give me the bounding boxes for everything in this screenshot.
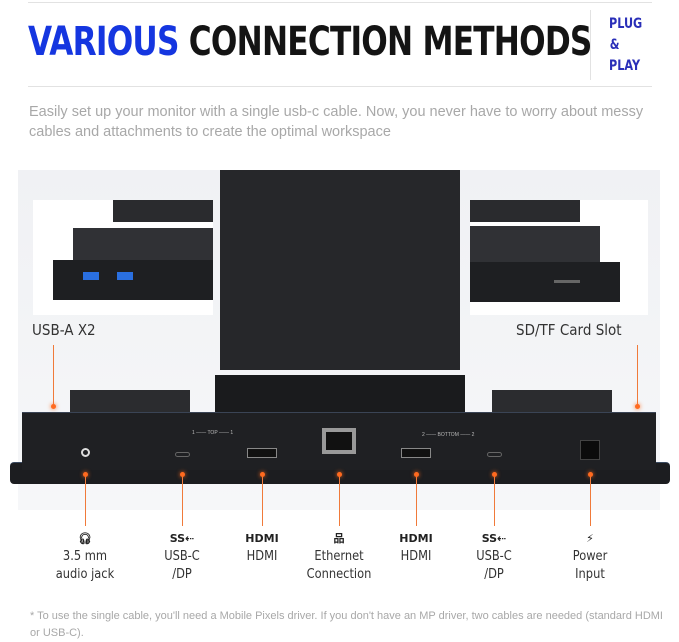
usb-c-port xyxy=(175,452,190,457)
hdmi-port xyxy=(401,448,431,458)
callout-dot xyxy=(51,404,56,409)
port-label-line: Connection xyxy=(306,567,372,582)
port-label: 🎧︎ 3.5 mm audio jack xyxy=(40,530,130,584)
title-accent: VARIOUS xyxy=(28,19,179,65)
usb-a-inset-photo xyxy=(33,200,213,315)
sd-card-callout: SD/TF Card Slot xyxy=(516,321,622,339)
dock-top-left xyxy=(70,390,190,415)
port-label-line: Ethernet xyxy=(314,549,364,564)
badge-line: & xyxy=(609,37,620,53)
port-dot xyxy=(337,472,342,477)
port-label-line: HDMI xyxy=(400,549,432,564)
port-leader-line xyxy=(590,474,591,526)
port-label-line: Input xyxy=(575,567,605,582)
badge-line: PLAY xyxy=(609,58,641,74)
headphone-icon: 🎧︎ xyxy=(78,532,92,545)
port-leader-line xyxy=(494,474,495,526)
dock-top-right xyxy=(492,390,612,415)
usb-a-callout: USB-A X2 xyxy=(32,321,96,339)
callout-dot xyxy=(635,404,640,409)
sd-card-inset-photo xyxy=(470,200,648,315)
port-leader-line xyxy=(85,474,86,526)
port-label: HDMI HDMI xyxy=(217,530,307,566)
usb-superspeed-icon: SS⇠ xyxy=(169,532,195,545)
top-marking: 1 —— TOP —— 1 xyxy=(192,430,234,436)
top-divider xyxy=(28,2,652,3)
usb-c-port xyxy=(487,452,502,457)
plug-and-play-badge: PLUG & PLAY xyxy=(609,14,642,77)
port-label-line: HDMI xyxy=(246,549,278,564)
callout-line xyxy=(53,345,54,405)
hdmi-icon: HDMI xyxy=(399,532,433,545)
port-label-line: audio jack xyxy=(55,567,115,582)
hdmi-icon: HDMI xyxy=(245,532,279,545)
port-dot xyxy=(83,472,88,477)
hdmi-port xyxy=(247,448,277,458)
subtitle: Easily set up your monitor with a single… xyxy=(29,104,644,140)
port-label: SS⇠ USB-C /DP xyxy=(449,530,539,584)
ethernet-port xyxy=(322,428,356,454)
port-dot xyxy=(180,472,185,477)
port-leader-line xyxy=(262,474,263,526)
port-label-line: USB-C xyxy=(476,549,512,564)
ethernet-icon: 品 xyxy=(333,532,345,545)
port-label-line: USB-C xyxy=(164,549,200,564)
usb-superspeed-icon: SS⇠ xyxy=(481,532,507,545)
port-label: HDMI HDMI xyxy=(371,530,461,566)
callout-line xyxy=(637,345,638,405)
port-leader-line xyxy=(339,474,340,526)
port-dot xyxy=(414,472,419,477)
badge-line: PLUG xyxy=(609,16,643,32)
header-divider xyxy=(28,86,652,87)
title-rest: CONNECTION METHODS xyxy=(188,19,593,65)
port-label-line: Power xyxy=(572,549,608,564)
monitor-stand xyxy=(215,375,465,415)
power-port xyxy=(580,440,600,460)
bottom-marking: 2 —— BOTTOM —— 2 xyxy=(422,432,475,438)
port-dot xyxy=(588,472,593,477)
footnote: * To use the single cable, you'll need a… xyxy=(30,610,663,639)
port-dot xyxy=(260,472,265,477)
power-icon: ⚡︎ xyxy=(586,532,594,545)
port-leader-line xyxy=(416,474,417,526)
port-label: SS⇠ USB-C /DP xyxy=(137,530,227,584)
monitor-back xyxy=(220,170,460,370)
page-title: VARIOUS CONNECTION METHODS xyxy=(28,18,592,66)
divider xyxy=(590,10,591,80)
audio-jack-port xyxy=(81,448,90,457)
port-dot xyxy=(492,472,497,477)
port-label-line: /DP xyxy=(484,567,504,582)
port-label-line: 3.5 mm xyxy=(62,549,108,564)
port-label: 品 Ethernet Connection xyxy=(294,530,384,584)
port-label-line: /DP xyxy=(172,567,192,582)
port-label: ⚡︎ Power Input xyxy=(545,530,635,584)
port-leader-line xyxy=(182,474,183,526)
